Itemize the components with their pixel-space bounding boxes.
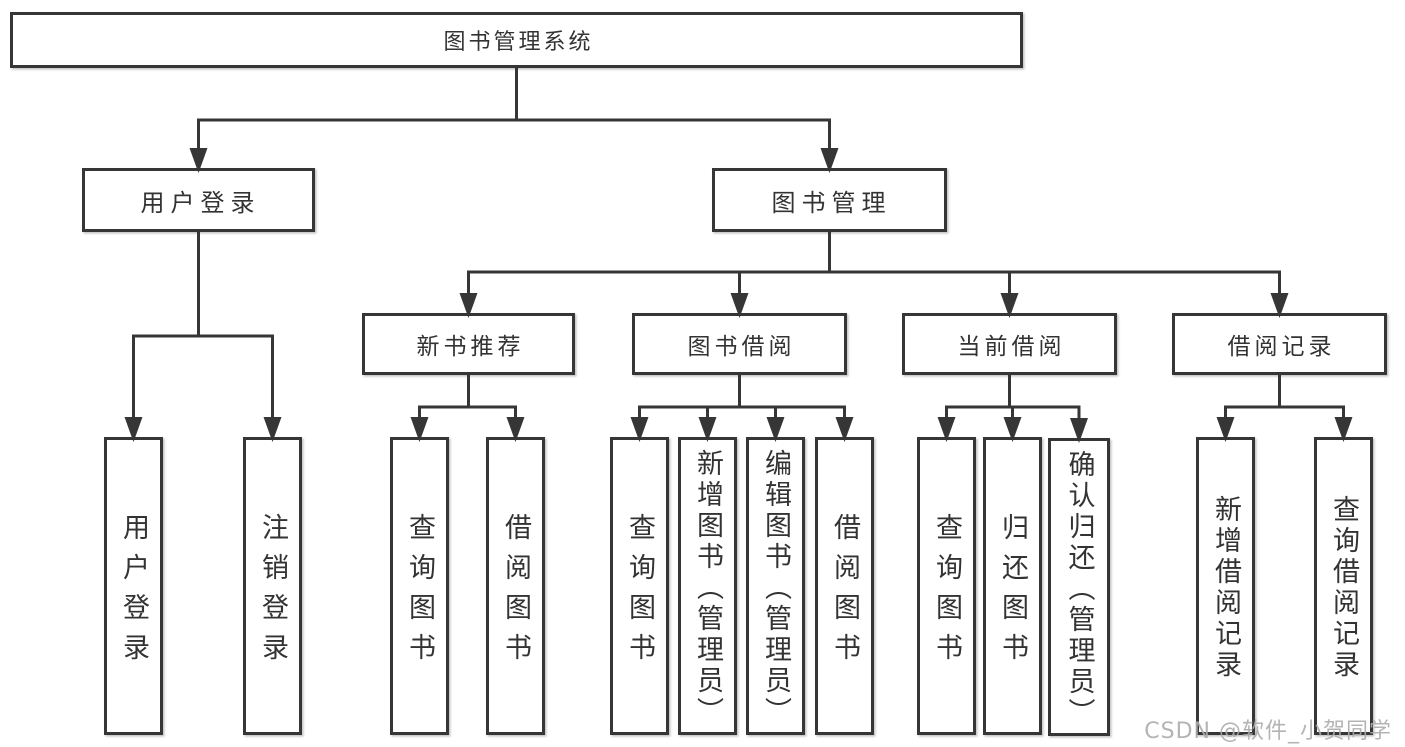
node-bb-edit-book: 编辑图书（管理员） — [746, 437, 805, 735]
node-br-query-record: 查询借阅记录 — [1314, 437, 1373, 735]
node-label: 查询图书 — [624, 513, 655, 673]
node-borrow-records: 借阅记录 — [1172, 313, 1387, 375]
node-label: 编辑图书（管理员） — [760, 448, 791, 728]
node-label: 借阅记录 — [1227, 334, 1336, 360]
node-label: 图书管理 — [771, 188, 892, 217]
node-label: 查询借阅记录 — [1328, 495, 1359, 681]
node-label: 注销登录 — [257, 513, 288, 673]
node-new-book-rec: 新书推荐 — [362, 313, 575, 375]
node-label: 查询图书 — [931, 513, 962, 673]
node-root: 图书管理系统 — [10, 12, 1023, 68]
node-cb-query-book: 查询图书 — [917, 437, 976, 735]
node-label: 当前借阅 — [957, 334, 1066, 360]
node-bb-add-book: 新增图书（管理员） — [678, 437, 737, 735]
node-br-add-record: 新增借阅记录 — [1196, 437, 1255, 735]
watermark: CSDN @软件_小贺同学 — [1144, 719, 1392, 744]
node-rec-query-book: 查询图书 — [390, 437, 449, 735]
node-label: 归还图书 — [997, 513, 1028, 673]
node-cb-confirm-return: 确认归还（管理员） — [1048, 438, 1110, 736]
node-bb-borrow-book: 借阅图书 — [815, 437, 874, 735]
node-bb-query-book: 查询图书 — [610, 437, 669, 735]
node-label: 用户登录 — [118, 513, 149, 673]
node-cb-return-book: 归还图书 — [983, 437, 1042, 735]
node-label: 新增图书（管理员） — [692, 448, 723, 728]
node-book-borrow: 图书借阅 — [632, 313, 847, 375]
node-label: 新书推荐 — [416, 334, 525, 360]
node-label: 查询图书 — [404, 513, 435, 673]
node-rec-borrow-book: 借阅图书 — [486, 437, 545, 735]
node-label: 借阅图书 — [500, 513, 531, 673]
node-label: 图书管理系统 — [443, 30, 594, 55]
node-current-borrow: 当前借阅 — [902, 313, 1117, 375]
node-label: 确认归还（管理员） — [1063, 449, 1095, 729]
node-label: 用户登录 — [140, 188, 261, 217]
node-label: 图书借阅 — [687, 334, 796, 360]
node-logout: 注销登录 — [243, 437, 302, 735]
node-login: 用户登录 — [104, 437, 163, 735]
node-label: 新增借阅记录 — [1210, 495, 1241, 681]
node-label: 借阅图书 — [829, 513, 860, 673]
node-book-mgmt: 图书管理 — [712, 168, 947, 232]
node-user-login: 用户登录 — [82, 168, 315, 232]
